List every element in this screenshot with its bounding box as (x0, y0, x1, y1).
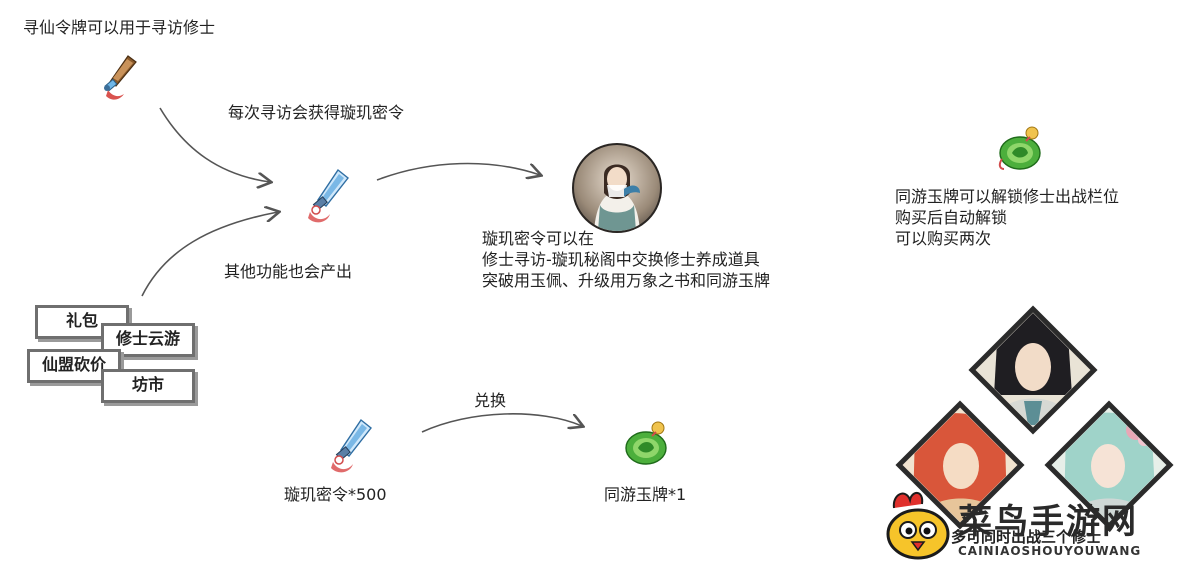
cultivator-portrait-left (895, 400, 1025, 530)
exchange-from-label: 璇玑密令*500 (284, 485, 387, 504)
jade-desc-line-2: 购买后自动解锁 (895, 208, 1008, 227)
exchange-label: 兑换 (474, 391, 507, 410)
watermark-subtitle: CAINIAOSHOUYOUWANG (958, 544, 1142, 558)
cultivator-portrait-right (1044, 400, 1174, 530)
miling-desc-line-3: 突破用玉佩、升级用万象之书和同游玉牌 (482, 271, 771, 290)
xunxian-token-icon (98, 52, 140, 104)
tongyou-jade-icon (994, 125, 1046, 171)
watermark-title: 菜鸟手游网 (958, 502, 1138, 542)
arrow-miling-to-pavilion (376, 162, 540, 181)
visit-caption: 每次寻访会获得璇玑密令 (228, 103, 405, 122)
watermark-bird-logo (884, 488, 956, 562)
other-caption: 其他功能也会产出 (224, 262, 353, 281)
arrow-token-to-miling (159, 107, 270, 182)
top-caption: 寻仙令牌可以用于寻访修士 (23, 18, 216, 37)
arrow-sources-to-miling (141, 212, 278, 297)
arrow-exchange (421, 413, 582, 433)
miling-desc-line-2: 修士寻访-璇玑秘阁中交换修士养成道具 (482, 250, 760, 269)
miling-desc-line-1: 璇玑密令可以在 (482, 229, 595, 248)
xuanji-pavilion-npc-avatar (572, 143, 662, 233)
jade-desc-line-1: 同游玉牌可以解锁修士出战栏位 (895, 187, 1120, 206)
xuanji-miling-icon-exchange (327, 418, 373, 476)
source-gift-pack: 礼包 (35, 305, 129, 339)
tongyou-jade-icon-exchange (620, 420, 672, 466)
exchange-to-label: 同游玉牌*1 (604, 485, 687, 504)
jade-desc-line-3: 可以购买两次 (895, 229, 992, 248)
source-market: 坊市 (101, 369, 195, 403)
xuanji-miling-icon (304, 168, 350, 226)
cultivator-portrait-top (968, 305, 1098, 435)
bottom-caption: 多可同时出战三个修士 (951, 528, 1102, 546)
